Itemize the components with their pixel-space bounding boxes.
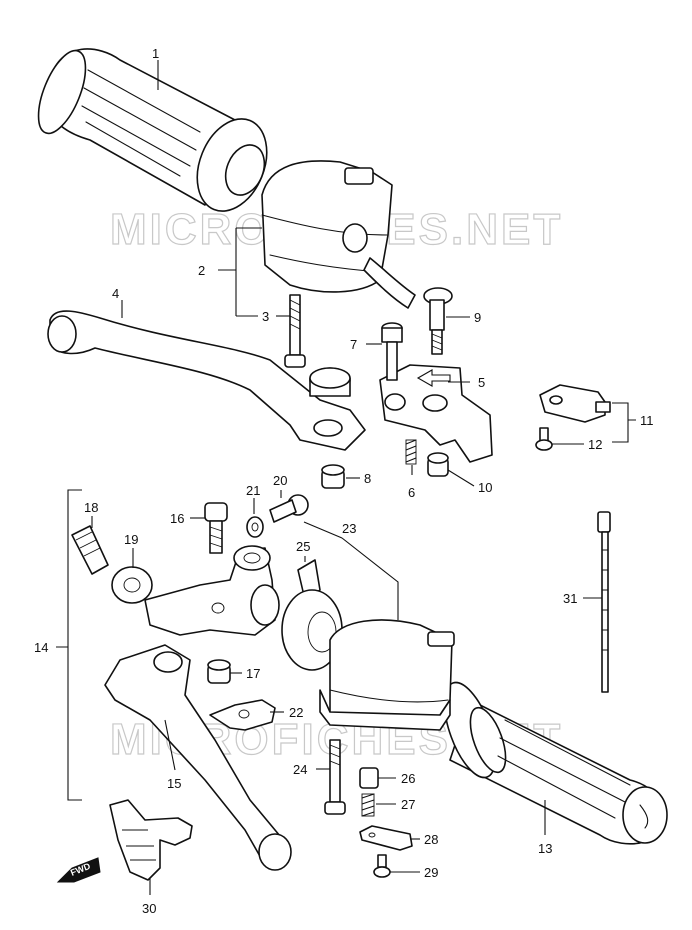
part-10-nut xyxy=(427,452,449,477)
callout-28: 28 xyxy=(424,832,438,847)
part-23-switch-housing-right xyxy=(281,589,455,731)
part-28-plate xyxy=(359,825,413,851)
callout-2: 2 xyxy=(198,263,205,278)
callout-21: 21 xyxy=(246,483,260,498)
part-13-right-grip xyxy=(443,681,668,845)
callout-19: 19 xyxy=(124,532,138,547)
part-7-pin xyxy=(381,322,403,381)
callout-31: 31 xyxy=(563,591,577,606)
part-27-spring xyxy=(361,793,375,817)
part-17-nut xyxy=(207,659,231,684)
part-16-bolt xyxy=(204,502,228,554)
callout-6: 6 xyxy=(408,485,415,500)
part-12-screw xyxy=(535,427,553,451)
callout-1: 1 xyxy=(152,46,159,61)
fwd-arrow-icon: FWD xyxy=(56,857,101,883)
callout-10: 10 xyxy=(478,480,492,495)
part-14-lever-holder xyxy=(144,545,280,636)
callout-18: 18 xyxy=(84,500,98,515)
part-8-nut xyxy=(321,464,345,489)
callout-13: 13 xyxy=(538,841,552,856)
part-4-lever xyxy=(47,310,366,451)
callout-27: 27 xyxy=(401,797,415,812)
callout-20: 20 xyxy=(273,473,287,488)
part-31-cable-tie xyxy=(597,511,611,693)
callout-17: 17 xyxy=(246,666,260,681)
callout-26: 26 xyxy=(401,771,415,786)
part-6-spring xyxy=(405,439,417,465)
callouts: 1 2 3 4 5 6 7 8 9 10 11 12 13 14 15 16 1… xyxy=(34,46,654,916)
part-26-block xyxy=(359,767,379,789)
callout-4: 4 xyxy=(112,286,119,301)
callout-24: 24 xyxy=(293,762,307,777)
callout-30: 30 xyxy=(142,901,156,916)
part-19-locknut xyxy=(111,566,153,604)
part-21-washer xyxy=(246,516,264,538)
callout-11: 11 xyxy=(640,413,654,428)
part-5-bracket xyxy=(379,364,493,463)
callout-16: 16 xyxy=(170,511,184,526)
part-29-screw xyxy=(373,854,391,878)
callout-5: 5 xyxy=(478,375,485,390)
callout-22: 22 xyxy=(289,705,303,720)
callout-23: 23 xyxy=(342,521,356,536)
part-11-switch xyxy=(539,384,611,423)
callout-7: 7 xyxy=(350,337,357,352)
part-3-screw xyxy=(284,294,306,368)
part-2-switch-housing-left xyxy=(261,160,416,309)
callout-9: 9 xyxy=(474,310,481,325)
callout-8: 8 xyxy=(364,471,371,486)
callout-25: 25 xyxy=(296,539,310,554)
callout-15: 15 xyxy=(167,776,181,791)
callout-29: 29 xyxy=(424,865,438,880)
leader-lines xyxy=(56,60,636,895)
part-18-adjuster xyxy=(71,525,109,575)
part-22-switch xyxy=(209,699,276,731)
part-1-left-grip xyxy=(37,48,268,212)
part-15-brake-lever xyxy=(104,644,292,871)
callout-14: 14 xyxy=(34,640,48,655)
part-20-bolt xyxy=(269,494,309,523)
callout-12: 12 xyxy=(588,437,602,452)
callout-3: 3 xyxy=(262,309,269,324)
part-9-bolt xyxy=(423,287,453,355)
part-24-screw xyxy=(324,739,346,815)
part-30-switch xyxy=(109,799,193,881)
